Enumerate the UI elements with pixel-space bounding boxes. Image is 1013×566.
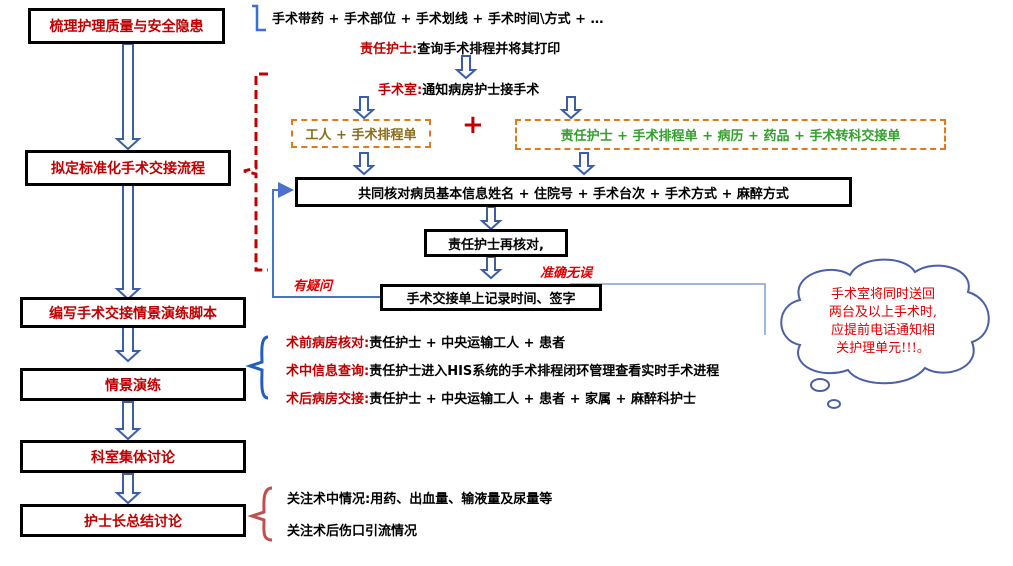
cloud-connector <box>570 283 766 335</box>
verify-label: 共同核对病员基本信息姓名 + 住院号 + 手术台次 + 手术方式 + 麻醉方式 <box>358 186 789 202</box>
correct-label: 准确无误 <box>540 266 593 281</box>
step-5-box: 科室集体讨论 <box>20 440 246 473</box>
step-2-label: 拟定标准化手术交接流程 <box>51 161 205 177</box>
step-6-label: 护士长总结讨论 <box>84 513 182 530</box>
drill-item: 术中信息查询:责任护士进入HIS系统的手术排程闭环管理查看实时手术进程 <box>286 360 719 379</box>
summary-item: 关注术中情况:用药、出血量、输液量及尿量等 <box>287 492 553 507</box>
drill-item: 术后病房交接:责任护士 + 中央运输工人 + 患者 + 家属 + 麻醉科护士 <box>286 388 696 407</box>
cloud-line: 手术室将同时送回 <box>830 287 935 302</box>
drill-item-role: 术前病房核对: <box>286 336 370 351</box>
cloud-callout <box>780 258 990 409</box>
step-4-label: 情景演练 <box>105 377 161 394</box>
worker-box: 工人 + 手术排程单 <box>291 119 431 148</box>
center-flow-arrows <box>352 55 596 280</box>
step-2-box: 拟定标准化手术交接流程 <box>25 150 231 186</box>
doubt-label: 有疑问 <box>293 279 333 294</box>
drill-item-role: 术后病房交接: <box>286 392 370 407</box>
duty-nurse-query: 责任护士:查询手术排程并将其打印 <box>360 38 560 57</box>
top-brace <box>252 4 266 32</box>
top-items-text: 手术带药 + 手术部位 + 手术划线 + 手术时间\方式 + … <box>272 12 604 27</box>
step-1-box: 梳理护理质量与安全隐患 <box>28 8 225 44</box>
left-flow-arrows <box>114 43 142 505</box>
summary-item: 关注术后伤口引流情况 <box>287 524 418 539</box>
drill-brace <box>245 335 269 400</box>
drill-item-role: 术中信息查询: <box>286 364 370 379</box>
cloud-text: 手术室将同时送回 两台及以上手术时, 应提前电话通知相 关护理单元!!!。 <box>803 286 963 358</box>
nurse-items-box: 责任护士 + 手术排程单 + 病历 + 药品 + 手术转科交接单 <box>515 119 946 150</box>
step-3-box: 编写手术交接情景演练脚本 <box>20 297 246 328</box>
verify-box: 共同核对病员基本信息姓名 + 住院号 + 手术台次 + 手术方式 + 麻醉方式 <box>295 177 852 207</box>
duty-nurse-role: 责任护士: <box>360 42 418 57</box>
cloud-line: 两台及以上手术时, <box>828 305 938 320</box>
cloud-line: 关护理单元!!!。 <box>836 341 930 356</box>
or-notice: 手术室:通知病房护士接手术 <box>378 79 539 98</box>
recheck-box: 责任护士再核对, <box>424 229 568 257</box>
nurse-items-label: 责任护士 + 手术排程单 + 病历 + 药品 + 手术转科交接单 <box>560 129 901 144</box>
step-4-box: 情景演练 <box>20 368 246 401</box>
or-text: 通知病房护士接手术 <box>422 83 540 98</box>
step-1-label: 梳理护理质量与安全隐患 <box>49 19 204 35</box>
cloud-line: 应提前电话通知相 <box>830 323 935 338</box>
doubt-feedback-line <box>272 182 380 298</box>
drill-item: 术前病房核对:责任护士 + 中央运输工人 + 患者 <box>286 332 565 351</box>
step-3-label: 编写手术交接情景演练脚本 <box>49 305 217 322</box>
or-role: 手术室: <box>378 83 423 98</box>
record-box: 手术交接单上记录时间、签字 <box>380 284 602 311</box>
process-bracket <box>243 72 268 272</box>
plus-sign: + <box>462 110 484 140</box>
summary-brace <box>247 486 273 542</box>
recheck-label: 责任护士再核对, <box>448 237 544 253</box>
step-5-label: 科室集体讨论 <box>91 449 175 466</box>
worker-box-label: 工人 + 手术排程单 <box>305 128 417 143</box>
drill-item-text: 责任护士 + 中央运输工人 + 患者 <box>369 336 566 351</box>
drill-item-text: 责任护士 + 中央运输工人 + 患者 + 家属 + 麻醉科护士 <box>369 392 696 407</box>
step-6-box: 护士长总结讨论 <box>20 504 246 537</box>
drill-item-text: 责任护士进入HIS系统的手术排程闭环管理查看实时手术进程 <box>369 364 720 379</box>
record-label: 手术交接单上记录时间、签字 <box>406 292 576 307</box>
duty-nurse-text: 查询手术排程并将其打印 <box>417 42 561 57</box>
